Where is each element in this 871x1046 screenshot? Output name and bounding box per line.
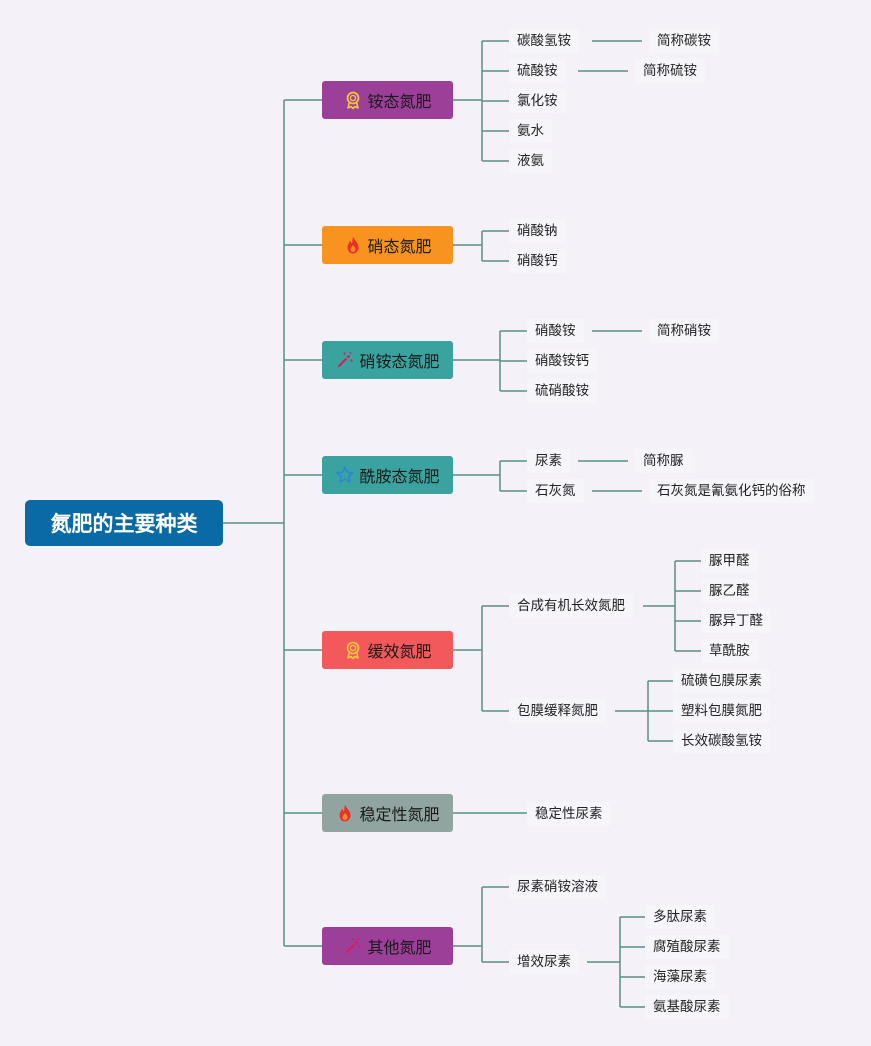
category-slow-release[interactable]: 缓效氮肥 bbox=[322, 631, 453, 669]
category-label: 缓效氮肥 bbox=[367, 642, 432, 661]
grandchild-node[interactable]: 硫磺包膜尿素 bbox=[673, 669, 770, 693]
child-node[interactable]: 硫酸铵 bbox=[509, 59, 566, 83]
category-label: 铵态氮肥 bbox=[367, 92, 432, 111]
category-nitrate[interactable]: 硝态氮肥 bbox=[322, 226, 453, 264]
grandchild-node[interactable]: 脲乙醛 bbox=[701, 579, 758, 603]
note-node[interactable]: 简称硫铵 bbox=[635, 59, 705, 83]
child-node[interactable]: 硝酸钠 bbox=[509, 219, 566, 243]
child-node[interactable]: 碳酸氢铵 bbox=[509, 29, 579, 53]
child-node[interactable]: 硫硝酸铵 bbox=[527, 379, 597, 403]
child-node[interactable]: 增效尿素 bbox=[509, 950, 579, 974]
note-node[interactable]: 简称硝铵 bbox=[649, 319, 719, 343]
child-node[interactable]: 硝酸钙 bbox=[509, 249, 566, 273]
child-node[interactable]: 包膜缓释氮肥 bbox=[509, 699, 606, 723]
note-node[interactable]: 简称脲 bbox=[635, 449, 692, 473]
grandchild-node[interactable]: 海藻尿素 bbox=[645, 965, 715, 989]
category-label: 酰胺态氮肥 bbox=[359, 467, 440, 486]
child-node[interactable]: 硝酸铵钙 bbox=[527, 349, 597, 373]
grandchild-node[interactable]: 脲异丁醛 bbox=[701, 609, 771, 633]
root-node[interactable]: 氮肥的主要种类 bbox=[25, 500, 223, 546]
category-label: 其他氮肥 bbox=[367, 938, 432, 957]
note-node[interactable]: 石灰氮是氰氨化钙的俗称 bbox=[649, 479, 814, 503]
category-ammonium[interactable]: 铵态氮肥 bbox=[322, 81, 453, 119]
star-icon bbox=[335, 465, 355, 485]
category-label: 硝态氮肥 bbox=[367, 237, 432, 256]
category-label: 稳定性氮肥 bbox=[359, 805, 440, 824]
category-label: 硝铵态氮肥 bbox=[359, 352, 440, 371]
grandchild-node[interactable]: 草酰胺 bbox=[701, 639, 758, 663]
award-ribbon-icon bbox=[343, 640, 363, 660]
magic-wand-icon bbox=[343, 936, 363, 956]
grandchild-node[interactable]: 氨基酸尿素 bbox=[645, 995, 729, 1019]
child-node[interactable]: 液氨 bbox=[509, 149, 552, 173]
child-node[interactable]: 石灰氮 bbox=[527, 479, 584, 503]
child-node[interactable]: 氯化铵 bbox=[509, 89, 566, 113]
award-ribbon-icon bbox=[343, 90, 363, 110]
child-node[interactable]: 氨水 bbox=[509, 119, 552, 143]
category-amide[interactable]: 酰胺态氮肥 bbox=[322, 456, 453, 494]
grandchild-node[interactable]: 多肽尿素 bbox=[645, 905, 715, 929]
note-node[interactable]: 简称碳铵 bbox=[649, 29, 719, 53]
grandchild-node[interactable]: 长效碳酸氢铵 bbox=[673, 729, 770, 753]
category-stable[interactable]: 稳定性氮肥 bbox=[322, 794, 453, 832]
flame-icon bbox=[343, 235, 363, 255]
child-node[interactable]: 尿素 bbox=[527, 449, 570, 473]
category-other[interactable]: 其他氮肥 bbox=[322, 927, 453, 965]
grandchild-node[interactable]: 腐殖酸尿素 bbox=[645, 935, 729, 959]
grandchild-node[interactable]: 脲甲醛 bbox=[701, 549, 758, 573]
child-node[interactable]: 硝酸铵 bbox=[527, 319, 584, 343]
child-node[interactable]: 尿素硝铵溶液 bbox=[509, 875, 606, 899]
grandchild-node[interactable]: 塑料包膜氮肥 bbox=[673, 699, 770, 723]
magic-wand-icon bbox=[335, 350, 355, 370]
child-node[interactable]: 合成有机长效氮肥 bbox=[509, 594, 633, 618]
flame-icon bbox=[335, 803, 355, 823]
child-node[interactable]: 稳定性尿素 bbox=[527, 802, 611, 826]
category-ammonium-nitrate[interactable]: 硝铵态氮肥 bbox=[322, 341, 453, 379]
